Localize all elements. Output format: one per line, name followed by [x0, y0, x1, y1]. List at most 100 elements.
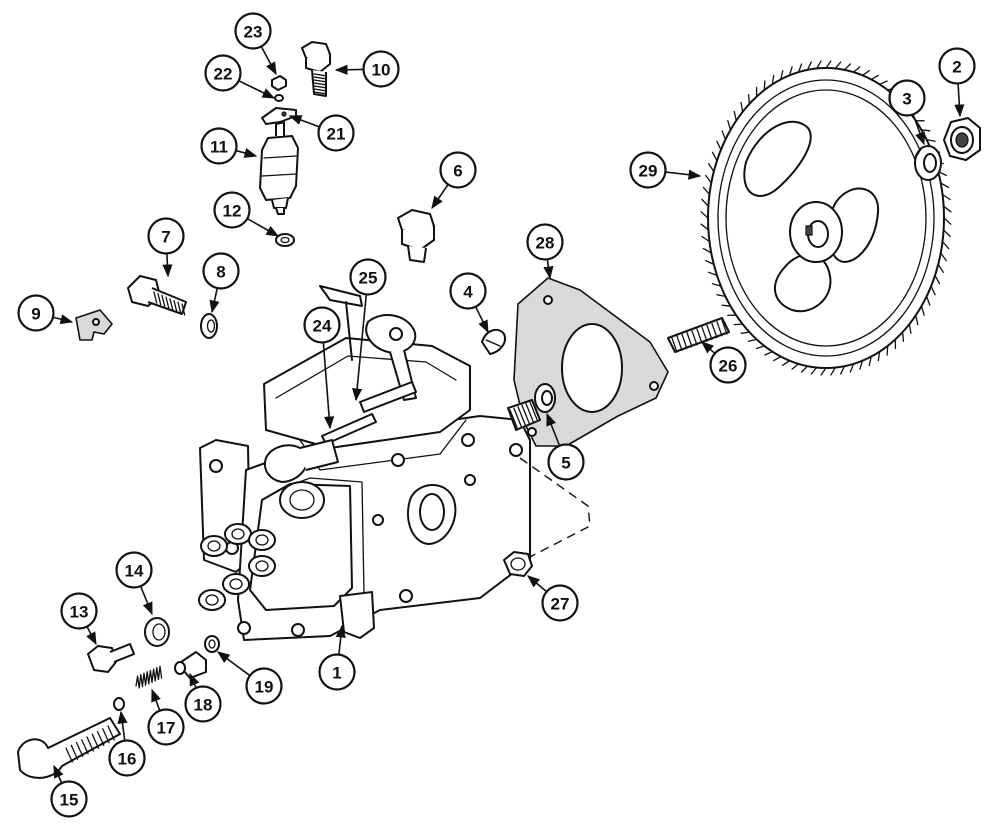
callout-leader	[216, 651, 251, 676]
callout-circle	[115, 551, 153, 589]
callout-leader	[334, 64, 364, 75]
callout-leader	[322, 342, 335, 430]
callout-14: 14	[115, 551, 153, 616]
callout-7: 7	[147, 217, 185, 278]
callout-number: 26	[719, 357, 738, 376]
callout-circle	[204, 54, 242, 92]
assembly-dashed-line	[519, 457, 591, 561]
callout-circle	[449, 272, 487, 310]
small-washer	[113, 697, 125, 711]
fuel-shutoff-solenoid	[259, 112, 299, 215]
callout-circle	[147, 708, 185, 746]
callout-number: 19	[255, 678, 274, 697]
callout-circle	[709, 346, 747, 384]
callout-leader	[912, 114, 925, 146]
callout-circle	[629, 151, 667, 189]
callout-number: 23	[244, 23, 263, 42]
callout-leader	[86, 626, 97, 646]
callout-layer: 1234567891011121314151617181921222324252…	[17, 12, 976, 818]
valve-spring	[135, 665, 163, 689]
callout-number: 28	[536, 234, 555, 253]
check-valve	[174, 651, 207, 679]
callout-12: 12	[213, 191, 280, 237]
woodruff-key	[481, 328, 506, 355]
callout-19: 19	[216, 651, 283, 705]
callout-circle	[17, 294, 55, 332]
bleed-screw	[87, 643, 135, 673]
callout-25: 25	[349, 258, 387, 402]
callout-21: 21	[288, 114, 355, 152]
callout-leader	[236, 148, 258, 158]
gear-retaining-nut	[943, 117, 981, 161]
callout-circle	[362, 50, 400, 88]
callout-number: 8	[216, 263, 225, 282]
o-ring-seal	[275, 233, 295, 247]
callout-number: 29	[639, 162, 658, 181]
callout-leader	[475, 306, 489, 334]
callout-4: 4	[449, 272, 489, 334]
callout-leader	[209, 288, 220, 314]
callout-number: 13	[70, 603, 89, 622]
callout-13: 13	[60, 592, 98, 646]
banjo-fitting-top	[397, 209, 435, 263]
callout-8: 8	[202, 252, 240, 314]
callout-circle	[938, 47, 976, 85]
callout-3: 3	[888, 79, 926, 146]
callout-18: 18	[184, 672, 222, 723]
inlet-banjo-fitting	[17, 717, 121, 779]
callout-11: 11	[200, 127, 258, 165]
callout-leader	[53, 314, 74, 325]
callout-circle	[318, 653, 356, 691]
callout-leader	[189, 672, 200, 688]
callout-2: 2	[938, 47, 976, 118]
callout-leader	[260, 46, 277, 76]
callout-number: 7	[161, 228, 170, 247]
callout-10: 10	[334, 50, 400, 88]
banjo-bolt-top	[301, 41, 331, 97]
callout-number: 21	[327, 125, 346, 144]
callout-circle	[200, 127, 238, 165]
callout-circle	[526, 223, 564, 261]
callout-leader	[140, 586, 153, 616]
callout-leader	[543, 259, 554, 280]
callout-leader	[151, 688, 161, 711]
callout-1: 1	[318, 624, 356, 691]
injection-pump-body	[198, 285, 541, 641]
callout-15: 15	[50, 764, 88, 818]
callout-number: 17	[157, 719, 176, 738]
bolt-lock-plate	[75, 309, 113, 341]
callout-circle	[439, 151, 477, 189]
callout-leader	[701, 341, 716, 354]
callout-circle	[541, 584, 579, 622]
callout-circle	[108, 739, 146, 777]
callout-circle	[50, 780, 88, 818]
callout-circle	[349, 258, 387, 296]
drive-gear	[700, 60, 952, 376]
callout-6: 6	[431, 151, 477, 210]
callout-5: 5	[546, 412, 585, 481]
callout-leader	[238, 80, 276, 99]
callout-circle	[234, 12, 272, 50]
callout-leader	[546, 412, 561, 446]
callout-leader	[117, 710, 128, 741]
bolt-washer	[200, 313, 218, 339]
callout-number: 9	[31, 305, 40, 324]
sealing-washer-large	[144, 617, 170, 647]
callout-number: 22	[214, 65, 233, 84]
callout-circle	[213, 191, 251, 229]
callout-leader	[162, 253, 173, 278]
callout-leader	[288, 115, 320, 128]
terminal-nut	[271, 75, 287, 91]
callout-28: 28	[526, 223, 564, 280]
callout-22: 22	[204, 54, 276, 99]
callout-circle	[184, 685, 222, 723]
callout-number: 2	[952, 58, 961, 77]
shaft-washer	[534, 383, 556, 413]
callout-leader	[954, 83, 965, 118]
callout-circle	[317, 114, 355, 152]
callout-17: 17	[147, 688, 185, 746]
callout-circle	[202, 252, 240, 290]
callout-number: 25	[359, 269, 378, 288]
callout-number: 3	[902, 90, 911, 109]
callout-circle	[303, 306, 341, 344]
